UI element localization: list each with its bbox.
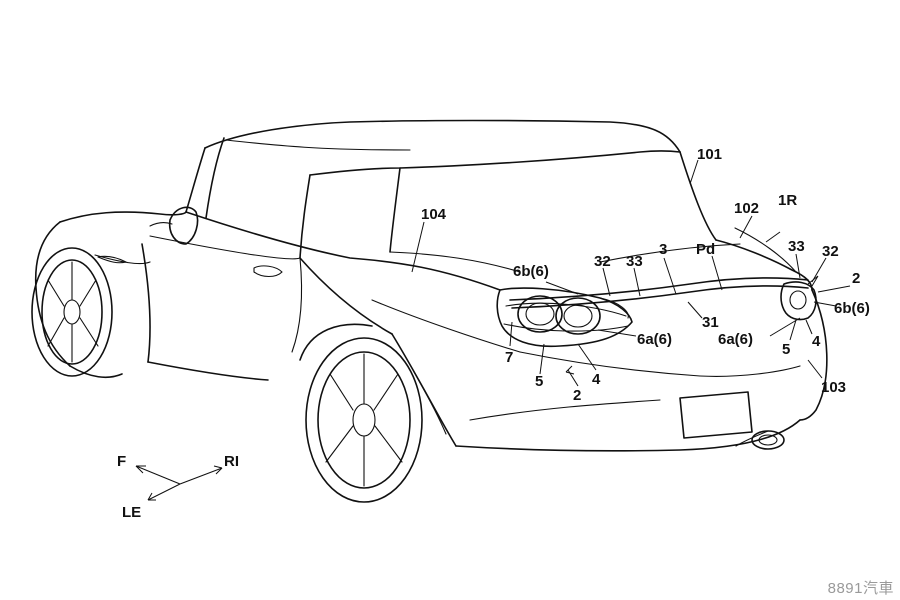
- rear-spoiler: [509, 277, 809, 319]
- label-7: 7: [505, 349, 513, 366]
- axis-label-right: RI: [224, 453, 239, 470]
- label-5-right: 5: [782, 341, 790, 358]
- label-104: 104: [421, 206, 447, 223]
- label-32-right: 32: [822, 243, 839, 260]
- soft-top: [185, 119, 717, 273]
- left-rear-lamp: [496, 287, 633, 348]
- label-103: 103: [821, 379, 846, 396]
- label-33-right: 33: [788, 238, 805, 255]
- label-2-left: 2: [573, 387, 581, 404]
- label-3: 3: [659, 241, 667, 258]
- label-31: 31: [702, 314, 719, 331]
- front-wheel: [31, 247, 113, 377]
- label-32-left: 32: [594, 253, 611, 270]
- leader-lines: [411, 159, 851, 387]
- label-6b6-right: 6b(6): [834, 300, 870, 317]
- axis-label-front: F: [117, 453, 126, 470]
- axis-label-left: LE: [122, 504, 141, 521]
- label-1R: 1R: [778, 192, 797, 209]
- right-rear-lamp: [780, 281, 817, 321]
- orientation-indicator: F RI LE: [117, 453, 239, 521]
- rear-wheel: [299, 323, 423, 503]
- reference-numerals: 101 102 1R 104 33 32 2 3 Pd 32 33 6b(6) …: [421, 146, 870, 404]
- label-5-left: 5: [535, 373, 543, 390]
- watermark: 8891汽車: [827, 580, 894, 597]
- car-body: [34, 206, 828, 452]
- label-102: 102: [734, 200, 759, 217]
- label-33-left: 33: [626, 253, 643, 270]
- label-4-right: 4: [812, 333, 821, 350]
- label-6b6-left: 6b(6): [513, 263, 549, 280]
- label-4-left: 4: [592, 371, 601, 388]
- label-101: 101: [697, 146, 722, 163]
- label-6a6-left: 6a(6): [637, 331, 672, 348]
- label-6a6-right: 6a(6): [718, 331, 753, 348]
- label-Pd: Pd: [696, 241, 715, 258]
- label-2-right: 2: [852, 270, 860, 287]
